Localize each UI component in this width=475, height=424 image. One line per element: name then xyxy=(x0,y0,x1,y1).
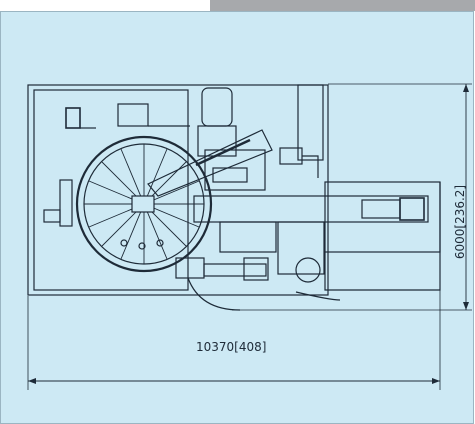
boom-arm xyxy=(147,129,273,197)
feed-unit xyxy=(279,147,303,165)
conveyor-head xyxy=(361,199,401,219)
feed-line xyxy=(302,155,319,178)
machine-block xyxy=(212,167,248,183)
left-motor-bracket xyxy=(59,179,73,227)
horizontal-arrow-left xyxy=(28,378,36,384)
table-hole-2 xyxy=(138,242,146,250)
table-hole-3 xyxy=(156,239,164,247)
lower-block xyxy=(277,221,325,275)
vertical-arrow-bottom xyxy=(463,302,469,310)
gate-base xyxy=(203,263,267,277)
conveyor-end xyxy=(399,197,425,221)
return-path xyxy=(324,182,441,291)
table-hole-1 xyxy=(120,239,128,247)
lower-unit xyxy=(219,221,277,253)
lower-arc xyxy=(295,291,341,301)
outer-enclosure xyxy=(27,84,329,296)
right-cabinet xyxy=(297,84,324,161)
rotary-table-outer xyxy=(75,135,213,273)
control-box xyxy=(65,107,81,129)
right-extension-frame xyxy=(324,181,441,253)
operator-cabin xyxy=(201,87,233,127)
horizontal-dimension-label: 10370[408] xyxy=(196,340,267,354)
horizontal-arrow-right xyxy=(432,378,440,384)
lower-wheel xyxy=(295,257,321,283)
title-tab-strip xyxy=(210,0,475,11)
gate-post xyxy=(243,257,269,281)
table-hub xyxy=(131,195,155,213)
inner-enclosure xyxy=(33,89,189,291)
left-motor xyxy=(43,209,61,223)
vertical-arrow-top xyxy=(463,84,469,92)
top-mechanism xyxy=(117,103,149,127)
vertical-dimension-label: 6000[236.2] xyxy=(453,184,467,260)
machine-body xyxy=(204,149,266,191)
swing-arc xyxy=(187,277,241,311)
